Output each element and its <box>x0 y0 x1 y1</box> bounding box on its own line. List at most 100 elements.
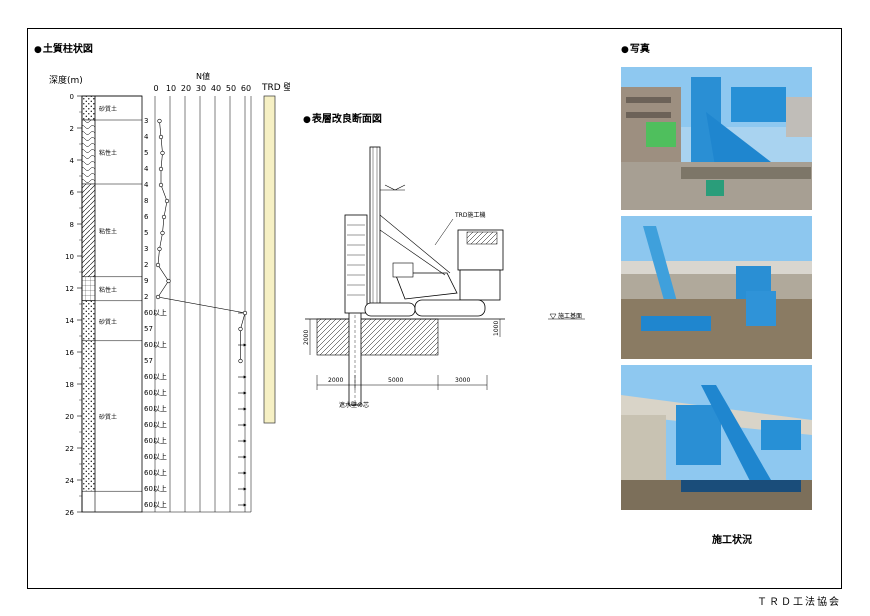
soil-layer-pattern <box>81 119 96 185</box>
depth-tick-label: 2 <box>70 125 74 133</box>
leader-mast <box>369 146 381 313</box>
depth-header: 深度(m) <box>49 74 83 86</box>
n-value-label: 60以上 <box>144 420 167 429</box>
machine-label: TRD施工機 <box>454 211 485 219</box>
n-value-label: 3 <box>144 117 148 125</box>
trd-wall-bar <box>263 95 276 424</box>
soil-layer-pattern <box>81 300 96 342</box>
soil-layer-pattern <box>81 95 96 121</box>
n-values: 34544865329260以上5760以上5760以上60以上60以上60以上… <box>144 117 248 509</box>
depth-tick-label: 22 <box>65 445 74 453</box>
n-scale-label: 40 <box>211 84 221 93</box>
n-value-label: 60以上 <box>144 388 167 397</box>
page-frame <box>27 28 842 589</box>
n-value-label: 2 <box>144 293 148 301</box>
improved-soil-zone <box>316 318 439 356</box>
depth-tick-label: 20 <box>65 413 74 421</box>
n-value-point <box>161 214 167 220</box>
dim-right: 3000 <box>455 377 470 384</box>
n-value-label: 9 <box>144 277 148 285</box>
soil-layer-pattern <box>81 276 96 302</box>
n-value-point <box>160 150 165 156</box>
n-value-point <box>157 118 162 124</box>
depth-tick-label: 0 <box>70 93 74 101</box>
n-grid <box>142 96 252 513</box>
n-value-label: 57 <box>144 357 153 365</box>
n-value-label: 60以上 <box>144 500 167 509</box>
trd-header: TRD 壁 <box>261 81 290 93</box>
n-value-label: 60以上 <box>144 452 167 461</box>
n-value-point <box>158 166 164 172</box>
soil-layer-pattern <box>81 340 96 492</box>
depth-tick-label: 14 <box>65 317 74 325</box>
n-value-label: 4 <box>144 165 149 173</box>
n-value-point <box>166 278 171 284</box>
n-value-label: 4 <box>144 133 149 141</box>
n-scale-label: 60 <box>241 84 251 93</box>
cross-section-title: ●表層改良断面図 <box>303 114 382 125</box>
soil-layer-label: 砂質土 <box>99 413 117 421</box>
depth-tick-label: 10 <box>65 253 74 261</box>
depth-tick-label: 8 <box>70 221 74 229</box>
n-scale-label: 30 <box>196 84 206 93</box>
n-value-label: 60以上 <box>144 372 167 381</box>
n-value-point <box>158 182 164 188</box>
photo-1 <box>621 67 812 210</box>
soil-layer-pattern <box>81 183 96 278</box>
n-value-label: 60以上 <box>144 340 167 349</box>
dim-depth: 2000 <box>303 330 310 345</box>
n-scale-label: 10 <box>166 84 176 93</box>
depth-tick-label: 26 <box>65 509 74 517</box>
depth-tick-label: 4 <box>70 157 75 165</box>
cross-section: TRD施工機 施工基面 2000 1000 2000 5000 3000 遮水壁… <box>303 146 585 409</box>
depth-tick-label: 6 <box>70 189 75 197</box>
n-scale-label: 50 <box>226 84 236 93</box>
n-value-label: 2 <box>144 261 148 269</box>
cutter-post <box>344 214 368 314</box>
n-value-point <box>164 198 170 204</box>
wall-center-label: 遮水壁の芯 <box>339 401 369 409</box>
n-value-label: 57 <box>144 325 153 333</box>
photos-title: ●写真 <box>621 44 650 55</box>
depth-tick-label: 16 <box>65 349 74 357</box>
photo-2 <box>621 216 812 359</box>
boring-log-title: ●土質柱状図 <box>34 44 93 55</box>
n-value-line <box>157 120 246 361</box>
n-value-label: 4 <box>144 181 149 189</box>
soil-layer-label: 粘性土 <box>99 227 117 235</box>
n-value-header: N値 <box>196 71 210 81</box>
n-value-point <box>158 134 164 140</box>
machine-body <box>394 272 458 300</box>
n-value-point <box>242 310 248 316</box>
dim-mid: 5000 <box>388 377 403 384</box>
n-value-label: 60以上 <box>144 436 167 445</box>
photo-caption: 施工状況 <box>712 535 752 546</box>
n-value-label: 5 <box>144 229 148 237</box>
n-value-label: 6 <box>144 213 149 221</box>
n-value-label: 60以上 <box>144 484 167 493</box>
n-value-point <box>160 230 165 236</box>
photo-3 <box>621 365 812 510</box>
soil-layer-label: 砂質土 <box>99 105 117 113</box>
soil-layer-label: 砂質土 <box>99 318 117 326</box>
depth-tick-label: 18 <box>65 381 74 389</box>
n-value-label: 8 <box>144 197 148 205</box>
ground-datum-label: 施工基面 <box>558 312 582 320</box>
n-scale-label: 0 <box>153 84 158 93</box>
n-value-label: 60以上 <box>144 404 167 413</box>
dim-height: 1000 <box>493 321 500 336</box>
soil-layer-label: 粘性土 <box>99 286 117 294</box>
n-value-label: 5 <box>144 149 148 157</box>
crawler-track-left <box>364 302 416 317</box>
n-value-point <box>155 294 161 300</box>
dim-left: 2000 <box>328 377 343 384</box>
n-value-label: 60以上 <box>144 308 167 317</box>
n-value-point <box>238 358 243 364</box>
n-value-point <box>238 326 243 332</box>
footer-text: ＴＲＤ工法協会 <box>757 597 841 608</box>
depth-tick-label: 24 <box>65 477 74 485</box>
